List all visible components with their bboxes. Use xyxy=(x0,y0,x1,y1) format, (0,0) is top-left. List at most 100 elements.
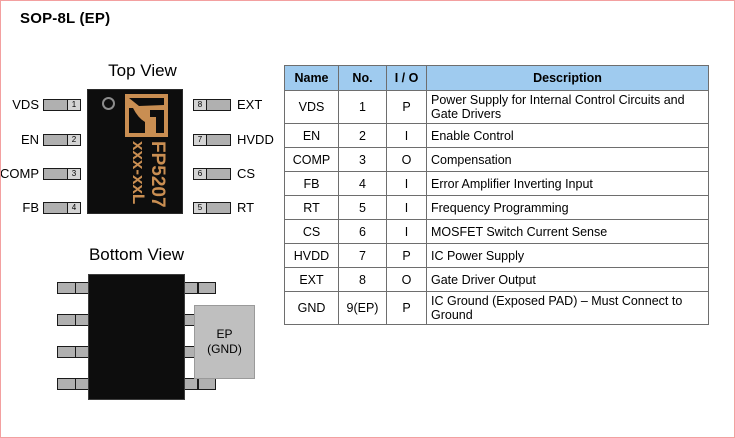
marking-line-2: xxx-xxL xyxy=(129,141,148,205)
table-row: COMP 3 O Compensation xyxy=(284,147,709,172)
lead-pin-1: 1 xyxy=(43,99,81,111)
table-row: CS 6 I MOSFET Switch Current Sense xyxy=(284,219,709,244)
manufacturer-logo-icon xyxy=(125,94,168,137)
cell-io: I xyxy=(386,171,427,196)
cell-description: Enable Control xyxy=(426,123,709,148)
cell-description: IC Power Supply xyxy=(426,243,709,268)
table-row: VDS 1 P Power Supply for Internal Contro… xyxy=(284,90,709,124)
lead-pin-7: 7 xyxy=(193,134,231,146)
column-header-io: I / O xyxy=(386,65,427,91)
cell-name: EXT xyxy=(284,267,339,292)
top-view-package-diagram: 1 VDS 2 EN 3 COMP 4 FB xyxy=(0,83,274,223)
cell-io: O xyxy=(386,147,427,172)
cell-description: IC Ground (Exposed PAD) – Must Connect t… xyxy=(426,291,709,325)
lead-body xyxy=(207,169,230,179)
pin-label-comp: COMP xyxy=(0,166,39,181)
cell-name: CS xyxy=(284,219,339,244)
cell-description: Frequency Programming xyxy=(426,195,709,220)
table-row: HVDD 7 P IC Power Supply xyxy=(284,243,709,268)
pin-number-3: 3 xyxy=(67,169,80,179)
cell-no: 4 xyxy=(338,171,387,196)
cell-no: 3 xyxy=(338,147,387,172)
lead-body xyxy=(207,203,230,213)
package-body-bottom: EP (GND) xyxy=(88,274,255,400)
cell-description: Gate Driver Output xyxy=(426,267,709,292)
bottom-view-package-diagram: EP (GND) xyxy=(1,269,273,409)
table-row: FB 4 I Error Amplifier Inverting Input xyxy=(284,171,709,196)
marking-line-1: FP5207 xyxy=(147,141,168,208)
lead-body xyxy=(44,100,67,110)
exposed-pad-label-ep: EP xyxy=(216,327,233,341)
top-view-caption: Top View xyxy=(108,61,177,80)
lead-pin-8: 8 xyxy=(193,99,231,111)
cell-description: Compensation xyxy=(426,147,709,172)
cell-name: RT xyxy=(284,195,339,220)
table-header-row: Name No. I / O Description xyxy=(284,65,709,91)
bottom-lead-left-3 xyxy=(57,346,89,358)
lead-body xyxy=(207,135,230,145)
cell-no: 8 xyxy=(338,267,387,292)
pin-label-vds: VDS xyxy=(12,97,39,112)
pin-label-cs: CS xyxy=(237,166,256,181)
column-header-description: Description xyxy=(426,65,709,91)
bottom-lead-right-1 xyxy=(184,282,216,294)
table-row: GND 9(EP) P IC Ground (Exposed PAD) – Mu… xyxy=(284,291,709,325)
cell-io: I xyxy=(386,195,427,220)
cell-name: GND xyxy=(284,291,339,325)
bottom-lead-left-1 xyxy=(57,282,89,294)
pin-number-5: 5 xyxy=(194,203,207,213)
lead-body xyxy=(44,169,67,179)
bottom-view-caption: Bottom View xyxy=(88,245,185,264)
pin-number-8: 8 xyxy=(194,100,207,110)
cell-io: O xyxy=(386,267,427,292)
pin-number-4: 4 xyxy=(67,203,80,213)
cell-name: COMP xyxy=(284,147,339,172)
table-row: EN 2 I Enable Control xyxy=(284,123,709,148)
lead-body xyxy=(44,135,67,145)
cell-io: I xyxy=(386,123,427,148)
cell-description: Error Amplifier Inverting Input xyxy=(426,171,709,196)
pin-1-dimple-icon xyxy=(102,97,115,110)
pin-label-en: EN xyxy=(20,132,39,147)
pin-number-7: 7 xyxy=(194,135,207,145)
cell-name: EN xyxy=(284,123,339,148)
cell-no: 5 xyxy=(338,195,387,220)
pin-label-fb: FB xyxy=(22,200,39,215)
bottom-lead-left-4 xyxy=(57,378,89,390)
pin-number-2: 2 xyxy=(67,135,80,145)
pin-number-6: 6 xyxy=(194,169,207,179)
table-row: RT 5 I Frequency Programming xyxy=(284,195,709,220)
lead-pin-3: 3 xyxy=(43,168,81,180)
pin-label-ext: EXT xyxy=(237,97,263,112)
page-title: SOP-8L (EP) xyxy=(20,10,111,27)
lead-pin-4: 4 xyxy=(43,202,81,214)
column-header-name: Name xyxy=(284,65,339,91)
pin-label-hvdd: HVDD xyxy=(237,132,274,147)
lead-pin-5: 5 xyxy=(193,202,231,214)
lead-body xyxy=(44,203,67,213)
exposed-pad-label-gnd: (GND) xyxy=(207,342,242,356)
bottom-lead-left-2 xyxy=(57,314,89,326)
cell-name: VDS xyxy=(284,90,339,124)
cell-no: 6 xyxy=(338,219,387,244)
cell-io: P xyxy=(386,243,427,268)
cell-no: 9(EP) xyxy=(338,291,387,325)
cell-io: P xyxy=(386,291,427,325)
cell-no: 2 xyxy=(338,123,387,148)
pin-number-1: 1 xyxy=(67,100,80,110)
table-row: EXT 8 O Gate Driver Output xyxy=(284,267,709,292)
lead-body xyxy=(207,100,230,110)
cell-name: FB xyxy=(284,171,339,196)
lead-pin-6: 6 xyxy=(193,168,231,180)
cell-name: HVDD xyxy=(284,243,339,268)
cell-no: 7 xyxy=(338,243,387,268)
cell-io: P xyxy=(386,90,427,124)
pin-description-table: Name No. I / O Description VDS 1 P Power… xyxy=(284,65,709,325)
exposed-pad: EP (GND) xyxy=(194,305,255,379)
column-header-no: No. xyxy=(338,65,387,91)
cell-description: Power Supply for Internal Control Circui… xyxy=(426,90,709,124)
bottom-lead-right-4 xyxy=(184,378,216,390)
cell-no: 1 xyxy=(338,90,387,124)
pin-label-rt: RT xyxy=(237,200,255,215)
